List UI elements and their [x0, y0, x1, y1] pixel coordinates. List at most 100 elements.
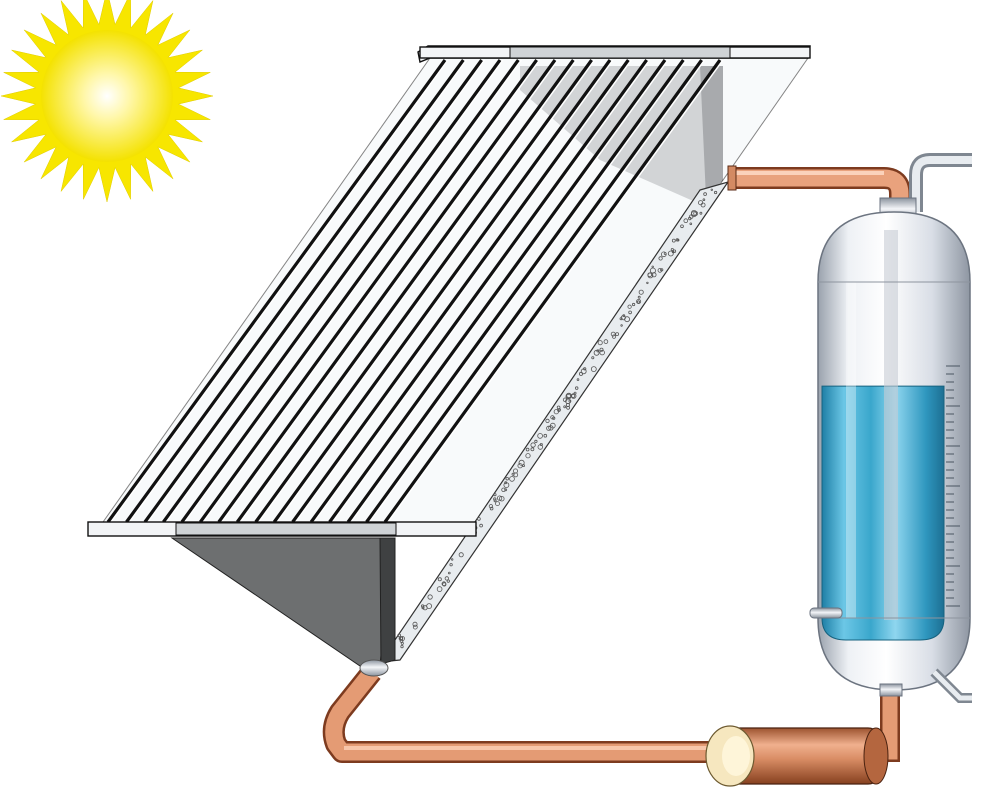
bubble — [610, 331, 616, 337]
bubble — [658, 256, 663, 261]
collector-tubes — [106, 59, 724, 523]
storage-tank — [809, 153, 972, 703]
bubble — [597, 340, 603, 346]
bubble — [530, 442, 536, 448]
bubble — [513, 468, 519, 474]
bubble — [562, 397, 568, 402]
bubble — [638, 289, 644, 295]
bubble — [620, 315, 626, 321]
bubble — [449, 563, 453, 567]
bubble — [631, 302, 636, 307]
bubble — [689, 222, 693, 226]
bubble — [509, 476, 515, 482]
bubble — [628, 310, 632, 315]
bubble — [667, 250, 674, 257]
collector-tube — [125, 59, 467, 523]
tank-level-scale — [946, 365, 960, 607]
bubble — [671, 238, 676, 243]
bubble — [504, 488, 508, 492]
collector-tube — [328, 59, 669, 523]
sun-icon — [0, 0, 214, 203]
bubble — [548, 425, 554, 431]
bubble — [620, 324, 623, 327]
collector-tube — [346, 59, 687, 523]
tank-side-inlet — [809, 607, 843, 619]
bubble — [534, 439, 538, 443]
bubble — [676, 238, 680, 242]
bubble — [693, 211, 699, 216]
bubble — [596, 349, 600, 353]
bubble — [530, 447, 535, 452]
bubble — [400, 644, 404, 649]
bubble — [649, 267, 656, 274]
bubble — [427, 594, 433, 600]
bubble — [451, 558, 454, 561]
bubble — [493, 499, 497, 503]
bubble — [442, 582, 447, 587]
bubble — [397, 633, 402, 638]
collector-tube — [254, 59, 596, 523]
bubble — [636, 298, 642, 304]
bubble — [447, 571, 451, 575]
collector-tube — [365, 59, 706, 523]
bubble — [670, 247, 674, 251]
collector-lower-support — [170, 537, 396, 667]
bubble — [576, 378, 580, 381]
bubble — [550, 415, 555, 420]
bubble — [489, 506, 494, 511]
bubble — [566, 392, 572, 398]
bubble — [488, 504, 493, 509]
bubble — [568, 399, 572, 403]
collector-tube — [383, 59, 724, 523]
bubble — [493, 497, 497, 501]
bubble — [637, 295, 641, 299]
bubble — [700, 202, 706, 208]
bubble — [557, 408, 561, 412]
bubble — [563, 405, 567, 409]
bubble — [580, 368, 587, 375]
bubble — [590, 366, 597, 373]
solar-collector — [87, 45, 811, 663]
bubble — [477, 517, 481, 521]
bubble — [699, 211, 703, 215]
bubble — [412, 621, 418, 627]
bubble — [493, 493, 497, 497]
bubble — [689, 214, 694, 219]
bubble — [537, 433, 543, 439]
bubble — [537, 444, 543, 450]
collector-tube — [106, 59, 449, 523]
bubble — [444, 576, 449, 581]
copper-pipes — [322, 165, 911, 763]
bubble — [646, 281, 649, 285]
bubble — [503, 482, 510, 489]
bubble — [525, 453, 531, 459]
bubble — [501, 487, 506, 492]
bubble — [603, 339, 609, 344]
bubble — [446, 579, 450, 583]
bubble — [400, 641, 404, 645]
bubble — [660, 251, 667, 258]
collector-tube — [217, 59, 559, 523]
collector-bubbles — [397, 188, 718, 649]
bubble — [412, 624, 418, 630]
collector-tube — [272, 59, 614, 523]
bubble — [522, 464, 525, 468]
bubble — [437, 577, 442, 582]
bubble — [525, 447, 530, 452]
bubble — [702, 198, 706, 202]
bubble — [627, 304, 632, 309]
bubble — [599, 347, 604, 352]
bubble — [496, 495, 503, 501]
bubble — [573, 391, 577, 395]
cold-inlet-pipe — [322, 665, 720, 763]
bubble — [651, 265, 654, 269]
collector-tube — [291, 59, 632, 523]
bubble — [713, 190, 718, 195]
bubble — [511, 472, 515, 476]
bubble — [599, 349, 605, 356]
bubble — [505, 477, 509, 481]
bubble — [499, 496, 505, 502]
bubble — [458, 552, 464, 558]
bubble — [543, 433, 548, 438]
